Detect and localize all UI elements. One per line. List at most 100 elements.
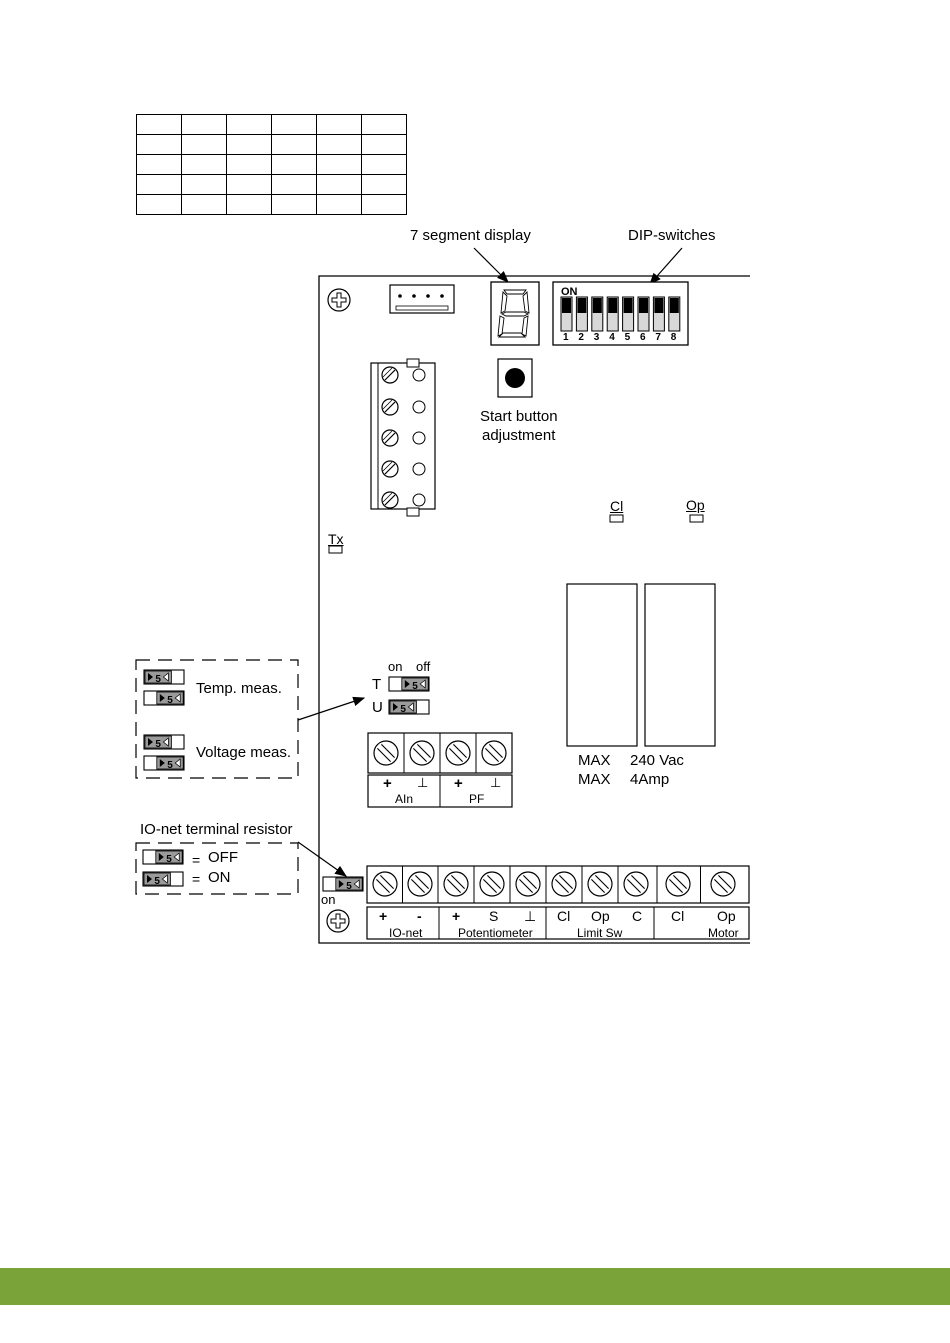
ain-gnd-symbol: ⊥: [417, 775, 429, 790]
terminal-symbol-6: Cl: [557, 908, 571, 924]
vertical-terminal-block: [370, 358, 436, 517]
relay-current-rating: 4Amp: [630, 771, 670, 788]
dip-switch-8: [668, 296, 681, 332]
terminal-screw: [515, 871, 541, 897]
segment-callout-arrow: [473, 247, 509, 283]
meas-legend-box: [135, 659, 299, 779]
jumper: 5: [143, 669, 185, 685]
jumper: 5: [143, 690, 185, 706]
pf-gnd-symbol: ⊥: [490, 775, 502, 790]
relay-max-label-1: MAX: [578, 752, 611, 769]
table-row: [136, 114, 407, 135]
dip-switch-4: [606, 296, 619, 332]
group-label-ionet: IO-net: [389, 926, 423, 940]
pf-label: PF: [469, 792, 485, 806]
dip-number-2: 2: [578, 332, 584, 343]
ain-label: AIn: [395, 792, 414, 806]
ionet-resistor-title: IO-net terminal resistor: [140, 821, 293, 838]
ain-plus-symbol: +: [383, 775, 392, 792]
led-tx-label: Tx: [328, 531, 344, 547]
terminal-hole: [412, 493, 426, 507]
jumper: 5: [143, 734, 185, 750]
dip-on-label: ON: [561, 286, 578, 298]
relay-voltage-rating: 240 Vac: [630, 752, 684, 769]
terminal-screw: [372, 871, 398, 897]
four-pin-connector: [389, 284, 455, 314]
jumper-t-label: T: [372, 676, 382, 693]
seven-segment-display: [490, 281, 540, 346]
jumper: 5: [388, 699, 430, 715]
start-button[interactable]: [497, 358, 533, 398]
led-tx: [328, 545, 343, 554]
dip-switch-5: [622, 296, 635, 332]
jumper-u-label: U: [372, 699, 383, 716]
segment-display-label: 7 segment display: [410, 227, 531, 244]
terminal-symbol-1: +: [379, 908, 388, 924]
table-row: [136, 154, 407, 175]
terminal-screw: [381, 460, 399, 478]
terminal-symbol-8: C: [632, 908, 643, 924]
pf-plus-symbol: +: [454, 775, 463, 792]
terminal-symbol-4: S: [489, 908, 499, 924]
terminal-screw: [710, 871, 736, 897]
jumper-off-label: off: [416, 659, 431, 674]
terminal-screw: [443, 871, 469, 897]
terminal-screw: [381, 429, 399, 447]
terminal-hole: [412, 462, 426, 476]
dip-number-1: 1: [563, 332, 569, 343]
dip-switches-label: DIP-switches: [628, 227, 716, 244]
terminal-screw: [665, 871, 691, 897]
dip-number-5: 5: [624, 332, 631, 343]
terminal-screw: [479, 871, 505, 897]
mounting-screw-bottom: [326, 909, 350, 933]
start-button-label-line1: Start button: [480, 408, 558, 425]
dip-switch-6: [637, 296, 650, 332]
led-cl-label: Cl: [610, 498, 624, 514]
terminal-screw: [481, 740, 507, 766]
group-label-potentiometer: Potentiometer: [458, 926, 533, 940]
relay-open: [644, 583, 716, 747]
ionet-off-equals: =: [192, 852, 201, 868]
ionet-callout-arrow: [297, 841, 347, 877]
led-op-label: Op: [686, 497, 705, 513]
terminal-symbol-10: Op: [717, 908, 736, 924]
relay-max-label-2: MAX: [578, 771, 611, 788]
voltage-meas-label: Voltage meas.: [196, 744, 292, 761]
jumper-glyph: 5: [412, 681, 418, 692]
dip-number-4: 4: [609, 332, 615, 343]
jumper-glyph: 5: [346, 881, 352, 892]
terminal-screw: [407, 871, 433, 897]
dip-switch-2: [575, 296, 588, 332]
terminal-hole: [412, 368, 426, 382]
terminal-symbol-2: -: [417, 908, 422, 924]
jumper: 5: [142, 849, 184, 865]
ionet-off-label: OFF: [208, 849, 238, 866]
temp-meas-label: Temp. meas.: [196, 680, 282, 697]
footer-bar: [0, 1268, 950, 1305]
relay-close: [566, 583, 638, 747]
terminal-symbol-7: Op: [591, 908, 610, 924]
dip-number-8: 8: [670, 332, 677, 343]
terminal-screw: [445, 740, 471, 766]
terminal-screw: [409, 740, 435, 766]
jumper-on-label: on: [388, 659, 403, 674]
bottom-terminal-strip: [366, 865, 750, 940]
board-outline: [318, 275, 750, 944]
dip-switch-1: [560, 296, 573, 332]
terminal-screw: [587, 871, 613, 897]
meas-callout-arrow: [297, 696, 366, 721]
terminal-symbol-3: +: [452, 908, 461, 924]
terminal-screw: [381, 366, 399, 384]
jumper-glyph: 5: [167, 760, 173, 771]
empty-grid-table: [136, 114, 407, 215]
terminal-hole: [412, 431, 426, 445]
table-cell: [361, 194, 407, 215]
mounting-screw-top: [327, 288, 351, 312]
ionet-jumper-on-label: on: [321, 892, 336, 907]
dip-number-3: 3: [593, 332, 600, 343]
terminal-screw: [381, 491, 399, 509]
terminal-screw: [373, 740, 399, 766]
ain-pf-terminal-block: [367, 732, 513, 808]
